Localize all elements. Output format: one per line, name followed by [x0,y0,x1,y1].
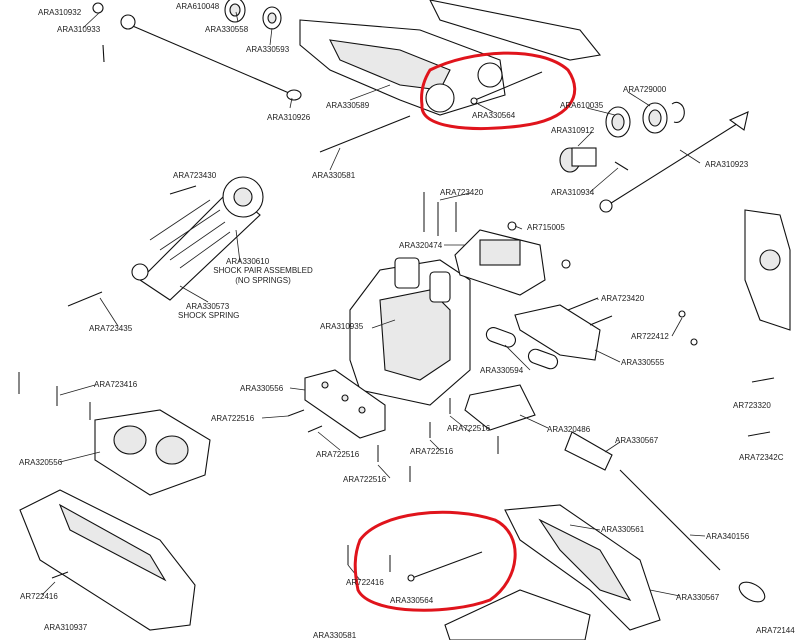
label-ara310912: ARA310912 [551,126,595,135]
hub-carrier-right [744,209,791,331]
label-ara320474: ARA320474 [399,241,443,250]
highlight-circle-top [420,51,577,130]
screws-ara723420 [423,192,457,236]
label-ara610035: ARA610035 [560,101,604,110]
bumper-mount-ara320556 [94,409,211,496]
highlight-circle-bottom [353,510,517,612]
screw-ar723320 [751,377,775,383]
label-ar722412: AR722412 [631,332,669,341]
label-ara729000: ARA729000 [623,85,667,94]
label-ara310923: ARA310923 [705,160,749,169]
label-ara330593: ARA330593 [246,45,290,54]
hinge-pin-bottom [407,551,483,582]
flat-screws-ara722516 [287,398,499,482]
screw-right-a [567,297,599,311]
label-ara723430: ARA723430 [173,171,217,180]
suspension-arm-bottom [444,504,661,640]
nut-small [561,259,571,269]
screw-ar722412-b [690,338,698,346]
label-ara722516-e: ARA722516 [343,475,387,484]
label-ar715005: AR715005 [527,223,565,232]
label-ar722416-a: AR722416 [346,578,384,587]
label-ara610048: ARA610048 [176,2,220,11]
plate-ara330556 [304,369,386,439]
screw-ar722412-a [678,310,686,318]
label-ara330589: ARA330589 [326,101,370,110]
label-ara723416: ARA723416 [94,380,138,389]
label-ara330594: ARA330594 [480,366,524,375]
label-ara722516-d: ARA722516 [410,447,454,456]
label-ara72342c: ARA72342C [739,453,784,462]
bearing-ara330558 [224,0,246,23]
suspension-arm-top [299,0,602,116]
spacers-ara330594 [485,327,559,370]
leader-lines [41,11,706,597]
label-ara723435: ARA723435 [89,324,133,333]
nut-ar715005 [507,221,517,231]
label-shock-pair-line1: SHOCK PAIR ASSEMBLED [213,266,313,275]
label-ara330556: ARA330556 [240,384,284,393]
label-ara330561: ARA330561 [601,525,645,534]
label-ara330567-bottom: ARA330567 [676,593,720,602]
label-ara310935: ARA310935 [320,322,364,331]
screws-ara723416 [18,372,91,420]
label-ara330564-bottom: ARA330564 [390,596,434,605]
label-ar723320: AR723320 [733,401,771,410]
upper-mount-ara320474 [454,229,546,296]
label-ara330581-bottom: ARA330581 [313,631,357,640]
screw-ar722416 [51,571,69,579]
label-ara330573: ARA330573 [186,302,230,311]
label-ara330567-top: ARA330567 [615,436,659,445]
screw-ara72342c [747,431,771,437]
driveshaft-left [120,14,302,101]
label-ara330558: ARA330558 [205,25,249,34]
arm-mount-ara330555 [514,304,601,361]
label-ara320556: ARA320556 [19,458,63,467]
hinge-pin-ara330581 [319,115,411,153]
label-ara723420-mid: ARA723420 [601,294,645,303]
bearing-ara330593 [262,6,282,30]
label-ara310933: ARA310933 [57,25,101,34]
bearings-ara610035 [605,101,685,138]
shock-assembly [131,176,264,301]
screw-ara723435 [67,291,103,307]
label-ara722516-c: ARA722516 [447,424,491,433]
pin-ara310933 [102,44,105,63]
turnbuckle-ara340156 [564,431,766,603]
bulkhead-ara310935 [349,257,471,406]
label-ara310926: ARA310926 [267,113,311,122]
label-ara330610: ARA330610 [226,257,270,266]
label-shock-pair-line2: (NO SPRINGS) [235,276,291,285]
label-ara723420-top: ARA723420 [440,188,484,197]
label-ara320486: ARA320486 [547,425,591,434]
label-ara330555: ARA330555 [621,358,665,367]
label-ara310932: ARA310932 [38,8,82,17]
gasket-ara320486 [464,384,536,431]
label-ara330581-top: ARA330581 [312,171,356,180]
label-ara722516-a: ARA722516 [211,414,255,423]
label-ara310934: ARA310934 [551,188,595,197]
driveshaft-right [599,111,749,213]
pinion-gear-ara310912 [559,147,629,173]
label-ar722416-b: AR722416 [20,592,58,601]
hinge-pin-top [470,71,543,105]
label-ara340156: ARA340156 [706,532,750,541]
label-ara330564-top: ARA330564 [472,111,516,120]
label-ara722516-b: ARA722516 [316,450,360,459]
pin-ara310932 [92,2,104,14]
bumper [19,489,196,631]
label-ara310937: ARA310937 [44,623,88,632]
screw-ara723430 [169,185,197,195]
screw-right-b [589,315,613,326]
label-ara72144: ARA72144 [756,626,795,635]
label-shock-spring: SHOCK SPRING [178,311,240,320]
